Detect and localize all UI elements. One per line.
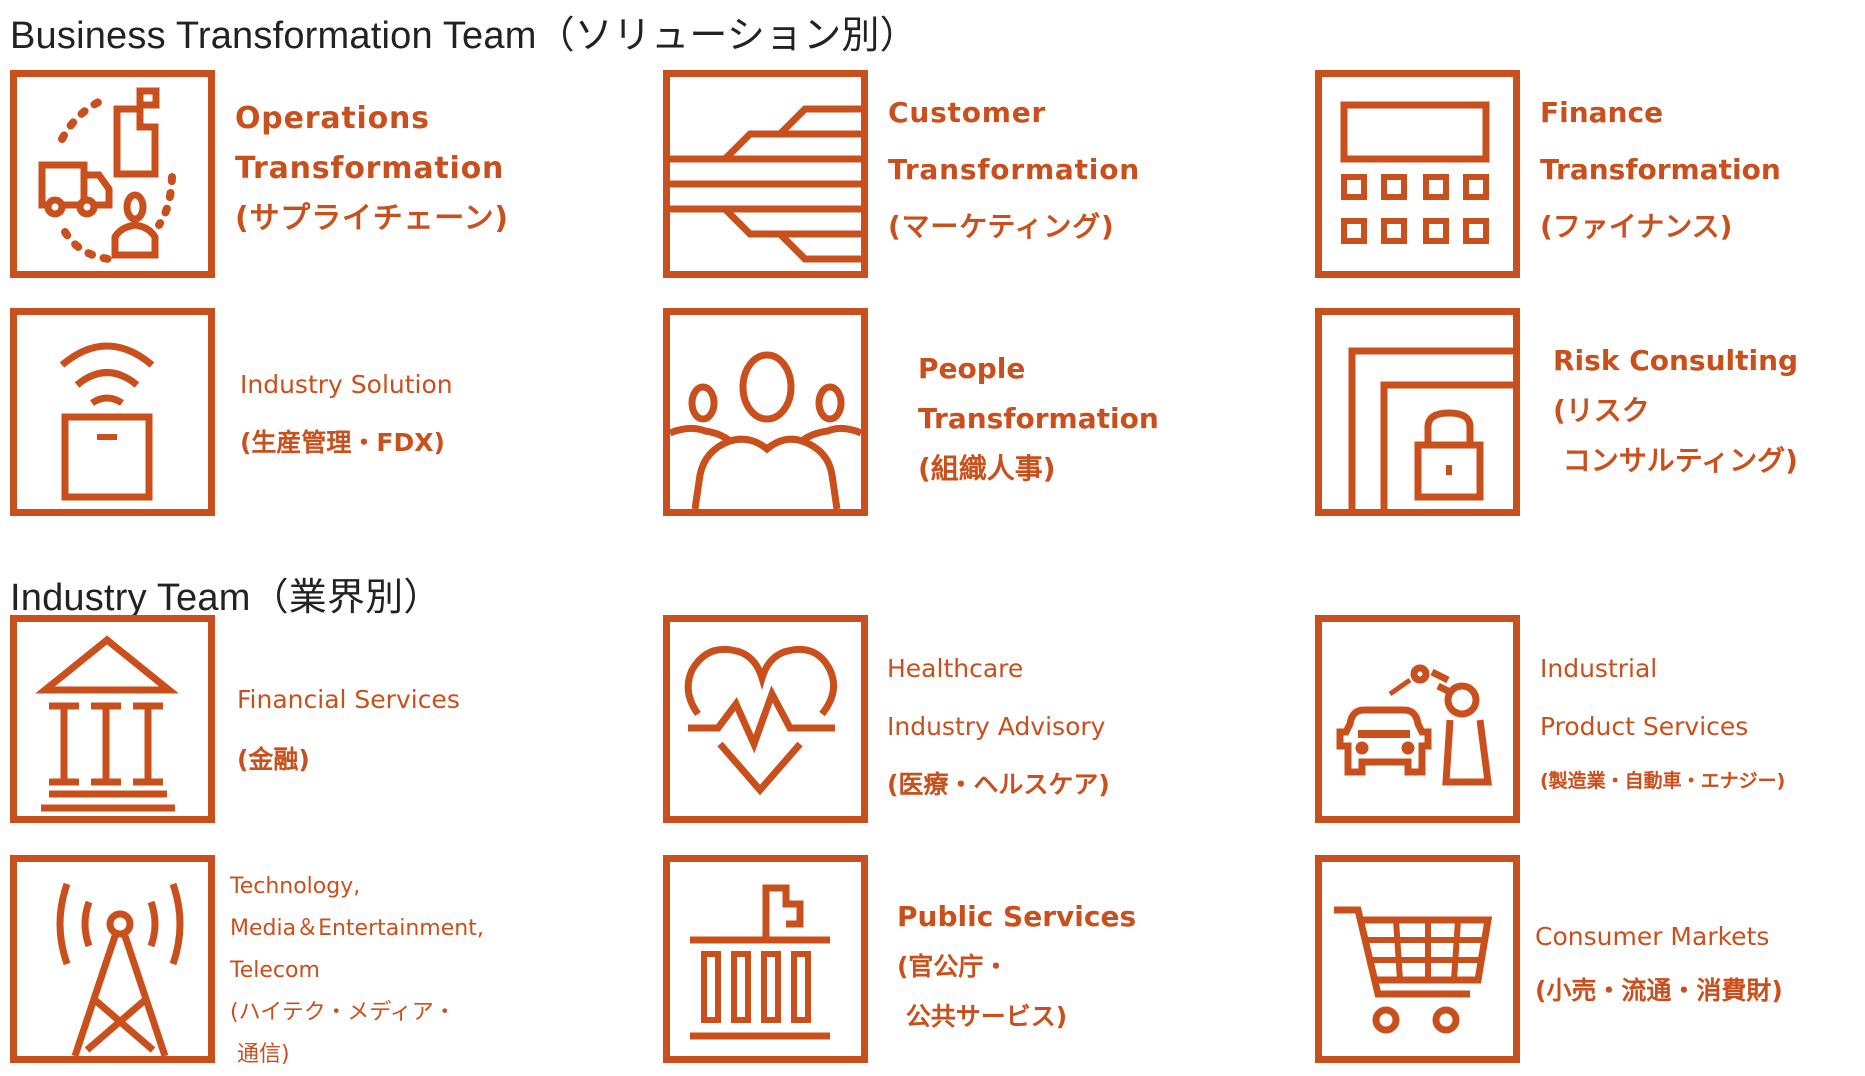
tile-title-line: Consumer Markets (1535, 922, 1770, 951)
tile-label: Risk Consulting (リスク コンサルティング) (1553, 336, 1798, 486)
tile-subtitle: (リスク (1553, 394, 1650, 427)
tile-subtitle: (医療・ヘルスケア) (887, 770, 1110, 799)
tile-subtitle: コンサルティング) (1553, 444, 1798, 477)
tile-title-line: Transformation (918, 402, 1159, 435)
section-title-business-transformation: Business Transformation Team（ソリューション別） (10, 15, 918, 57)
tile-title-line: Healthcare (887, 654, 1024, 683)
tile-label: Public Services (官公庁・ 公共サービス) (897, 892, 1136, 1042)
heartbeat-icon (663, 615, 868, 823)
calculator-icon (1315, 70, 1520, 278)
tile-title-line: People (918, 352, 1026, 385)
tile-label: Technology, Media＆Entertainment, Telecom… (230, 866, 484, 1076)
tile-title-line: Transformation (235, 151, 505, 186)
tile-subtitle: (官公庁・ (897, 952, 1009, 981)
tile-subtitle: (小売・流通・消費財) (1535, 976, 1783, 1005)
tile-title-line: Product Services (1540, 712, 1749, 741)
tile-label: Financial Services (金融) (237, 670, 460, 790)
robot-arm-car-icon (1315, 615, 1520, 823)
tile-title-line: Public Services (897, 900, 1137, 933)
lock-layers-icon (1315, 308, 1520, 516)
people-group-icon (663, 308, 868, 516)
tile-title-line: Industry Advisory (887, 712, 1106, 741)
tile-subtitle: (金融) (237, 745, 310, 774)
tile-subtitle: 通信) (230, 1042, 290, 1067)
bank-building-icon (10, 615, 215, 823)
tile-title-line: Risk Consulting (1553, 344, 1799, 377)
tile-title-line: Industrial (1540, 654, 1658, 683)
customer-flow-icon (663, 70, 868, 278)
tile-label: Finance Transformation (ファイナンス) (1540, 84, 1781, 255)
tile-label: Healthcare Industry Advisory (医療・ヘルスケア) (887, 640, 1110, 814)
tile-label: Customer Transformation (マーケティング) (888, 84, 1140, 255)
wireless-box-icon (10, 308, 215, 516)
government-building-icon (663, 855, 868, 1063)
tile-label: People Transformation (組織人事) (918, 344, 1159, 494)
tile-title-line: Telecom (230, 958, 320, 983)
tile-label: Consumer Markets (小売・流通・消費財) (1535, 910, 1783, 1018)
tile-title-line: Finance (1540, 96, 1664, 129)
tile-subtitle: (製造業・自動車・エナジー) (1540, 770, 1786, 792)
tile-label: Industry Solution (生産管理・FDX) (240, 356, 453, 472)
tile-subtitle: (生産管理・FDX) (240, 428, 445, 457)
section-title-industry-team: Industry Team（業界別） (10, 577, 442, 619)
tile-title-line: Transformation (888, 153, 1140, 186)
tile-title-line: Transformation (1540, 153, 1781, 186)
tile-title-line: Technology, (230, 874, 361, 899)
tile-subtitle: (組織人事) (918, 452, 1056, 485)
tile-subtitle: 公共サービス) (897, 1002, 1068, 1031)
tile-subtitle: (ファイナンス) (1540, 210, 1733, 243)
tile-title-line: Industry Solution (240, 370, 453, 399)
tile-subtitle: (ハイテク・メディア・ (230, 1000, 456, 1025)
radio-tower-icon (10, 855, 215, 1063)
tile-title-line: Financial Services (237, 685, 460, 714)
tile-title-line: Operations (235, 101, 430, 136)
supply-chain-icon (10, 70, 215, 278)
tile-label: Industrial Product Services (製造業・自動車・エナジ… (1540, 640, 1785, 806)
shopping-cart-icon (1315, 855, 1520, 1063)
tile-subtitle: (サプライチェーン) (235, 201, 509, 236)
tile-title-line: Media＆Entertainment, (230, 916, 484, 941)
tile-subtitle: (マーケティング) (888, 210, 1115, 243)
tile-title-line: Customer (888, 96, 1047, 129)
tile-label: Operations Transformation (サプライチェーン) (235, 94, 509, 244)
